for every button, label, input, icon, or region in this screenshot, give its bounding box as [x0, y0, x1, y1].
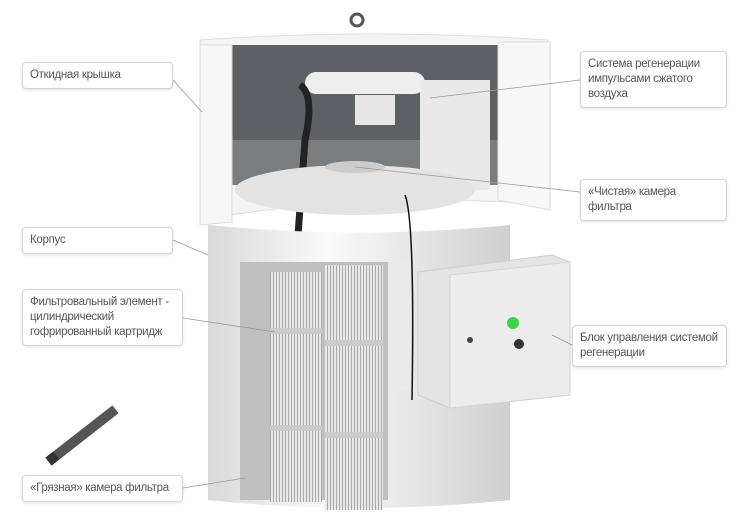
- callout-dirty-chamber: «Грязная» камера фильтра: [22, 475, 183, 502]
- callout-lid: Откидная крышка: [22, 62, 173, 89]
- leader-lines: [172, 79, 581, 489]
- spare-cartridge: [45, 405, 119, 466]
- callout-pulse-system: Система регенерации импульсами сжатого в…: [580, 51, 727, 108]
- callout-control-unit: Блок управления системой регенерации: [572, 325, 727, 367]
- callout-clean-chamber: «Чистая» камера фильтра: [580, 179, 727, 221]
- eye-bolt: [349, 12, 365, 28]
- filter-cartridge: [325, 265, 383, 510]
- indicator-light: [507, 317, 519, 329]
- selector-switch: [514, 339, 524, 349]
- callout-filter-element: Фильтровальный элемент - цилиндрический …: [22, 289, 183, 346]
- tube-sheet: [235, 165, 475, 215]
- pulse-tank: [305, 72, 425, 94]
- callout-housing: Корпус: [22, 227, 173, 254]
- filter-cartridge: [270, 272, 322, 502]
